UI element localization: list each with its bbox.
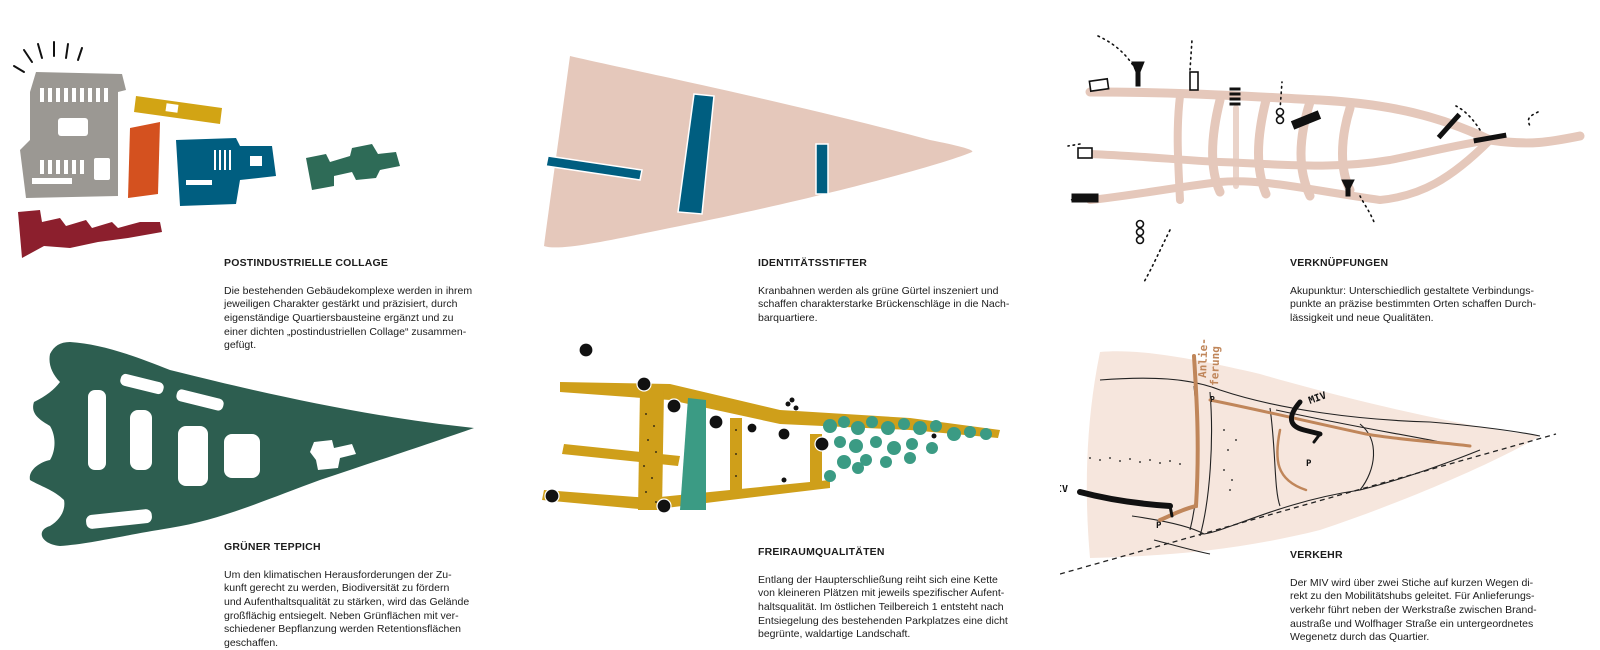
connections-diagram (1067, 35, 1585, 283)
panel-body: Kranbahnen werden als grüne Gürtel insze… (758, 284, 1010, 324)
panel-title: VERKEHR (1290, 548, 1343, 561)
crane-belt-east (815, 143, 829, 195)
panel-title: FREIRAUMQUALITÄTEN (758, 545, 885, 558)
bordeaux-block (18, 210, 162, 258)
panel-title: IDENTITÄTSSTIFTER (758, 256, 867, 269)
panel-green-carpet: GRÜNER TEPPICH Um den klimatischen Herau… (0, 330, 530, 649)
caption-green-carpet: GRÜNER TEPPICH Um den klimatischen Herau… (224, 527, 524, 650)
clearings (86, 373, 356, 529)
panel-traffic: Anlie- ferung MIV MIV P P P VERKEHR Der … (1060, 330, 1600, 643)
place-markers (544, 342, 937, 514)
site-area (1086, 351, 1540, 558)
teal-checker-block (306, 144, 400, 190)
caption-postindustrial-collage: POSTINDUSTRIELLE COLLAGE Die bestehenden… (224, 243, 524, 353)
panel-body: Um den klimatischen Herausforderungen de… (224, 568, 470, 649)
panel-body: Akupunktur: Unterschiedlich gestaltete V… (1290, 284, 1537, 324)
retention-dots (1089, 429, 1237, 491)
panel-body: Die bestehenden Gebäudekomplexe werden i… (224, 284, 473, 352)
crane-belt-west (545, 155, 643, 181)
panel-title: VERKNÜPFUNGEN (1290, 256, 1389, 269)
label-parking-east: P (1306, 459, 1312, 469)
panel-title: POSTINDUSTRIELLE COLLAGE (224, 256, 389, 269)
green-carpet-diagram (29, 342, 475, 546)
collage-diagram (13, 41, 400, 258)
dotted-connectors (1067, 35, 1539, 283)
green-strip (680, 398, 706, 510)
traffic-diagram: Anlie- ferung MIV MIV P P P (1060, 338, 1557, 575)
label-delivery-line1: Anlie- (1196, 338, 1210, 378)
grey-building (20, 72, 126, 198)
panel-connections: VERKNÜPFUNGEN Akupunktur: Unterschiedlic… (1060, 0, 1600, 330)
forest-trees (823, 416, 992, 482)
panel-body: Entlang der Haupterschließung reiht sich… (758, 573, 1008, 641)
label-parking-west: P (1156, 521, 1162, 531)
mustard-block (134, 96, 222, 124)
caption-connections: VERKNÜPFUNGEN Akupunktur: Unterschiedlic… (1290, 243, 1595, 326)
label-delivery-line2: ferung (1208, 346, 1222, 386)
caption-traffic: VERKEHR Der MIV wird über zwei Stiche au… (1290, 535, 1595, 645)
identity-diagram (544, 56, 973, 248)
traffic-labels: Anlie- ferung MIV MIV P P P (1060, 338, 1328, 531)
path-network (1085, 87, 1585, 204)
sunburst-strokes (13, 41, 83, 73)
caption-identity: IDENTITÄTSSTIFTER Kranbahnen werden als … (758, 243, 1058, 326)
site-shape (544, 56, 973, 248)
panel-body: Der MIV wird über zwei Stiche auf kurzen… (1290, 576, 1537, 644)
miv-arrows (1077, 399, 1323, 518)
orange-block (128, 122, 160, 198)
panel-postindustrial-collage: POSTINDUSTRIELLE COLLAGE Die bestehenden… (0, 0, 530, 351)
label-parking-north: P (1210, 395, 1215, 404)
panel-identity: IDENTITÄTSSTIFTER Kranbahnen werden als … (530, 0, 1060, 330)
petrol-block (176, 138, 276, 206)
caption-open-space: FREIRAUMQUALITÄTEN Entlang der Hauptersc… (758, 532, 1058, 642)
panel-open-space: FREIRAUMQUALITÄTEN Entlang der Hauptersc… (530, 330, 1060, 640)
open-space-diagram (542, 342, 1000, 514)
panel-title: GRÜNER TEPPICH (224, 540, 321, 553)
label-miv-west: MIV (1060, 484, 1068, 495)
path-texture (643, 413, 737, 503)
crane-belt-center (677, 93, 715, 215)
railway-line (1060, 433, 1557, 575)
connection-markers (1071, 61, 1507, 245)
